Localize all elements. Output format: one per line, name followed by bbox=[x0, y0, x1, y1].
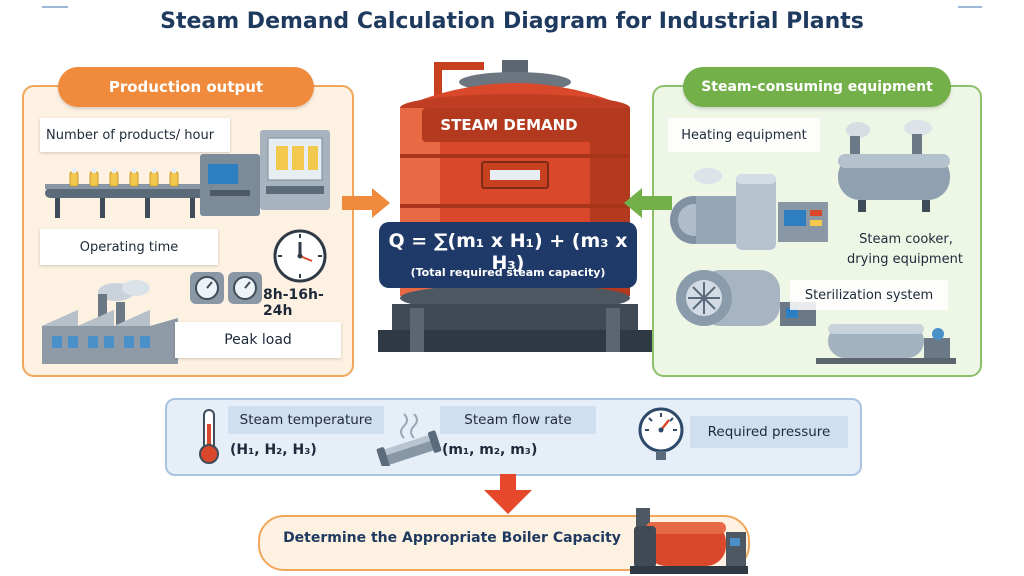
production-header: Production output bbox=[58, 67, 314, 107]
pipe-flow-icon bbox=[376, 413, 442, 466]
production-line-illustration bbox=[45, 130, 330, 218]
equipment-arrow bbox=[624, 188, 672, 218]
steam-tank-illustration bbox=[378, 60, 652, 352]
steam-formula: Q = ∑(m₁ x H₁) + (m₃ x H₃) bbox=[388, 230, 628, 274]
temperature-symbols: (H₁, H₂, H₃) bbox=[230, 442, 317, 458]
heating-equipment-illustration bbox=[838, 120, 950, 212]
formula-box: Q = ∑(m₁ x H₁) + (m₃ x H₃) (Total requir… bbox=[379, 222, 637, 288]
equipment-header: Steam-consuming equipment bbox=[683, 67, 951, 107]
products-per-hour-label: Number of products/ hour bbox=[40, 118, 230, 152]
top-right-line bbox=[958, 6, 982, 8]
pressure-gauge-icon bbox=[638, 407, 684, 460]
steam-flow-rate-label: Steam flow rate bbox=[440, 406, 596, 434]
flow-rate-symbols: (m₁, m₂, m₃) bbox=[442, 442, 538, 458]
gauges-icon bbox=[190, 272, 262, 304]
heating-equipment-label: Heating equipment bbox=[668, 118, 820, 152]
peak-load-label: Peak load bbox=[175, 322, 341, 358]
boiler-capacity-result: Determine the Appropriate Boiler Capacit… bbox=[283, 530, 621, 546]
steam-demand-label: STEAM DEMAND bbox=[440, 116, 578, 134]
cooker-label-line2: drying equipment bbox=[847, 251, 963, 267]
thermometer-icon bbox=[199, 409, 219, 464]
shift-hours-label: 8h-16h-24h bbox=[263, 287, 324, 319]
operating-time-label: Operating time bbox=[40, 229, 218, 265]
cooker-equipment-illustration bbox=[670, 168, 828, 250]
factory-illustration bbox=[42, 280, 178, 364]
required-pressure-label: Required pressure bbox=[690, 416, 848, 448]
production-arrow bbox=[342, 188, 390, 218]
cylinder-tank-illustration bbox=[816, 324, 956, 364]
top-left-line bbox=[42, 6, 68, 8]
boiler-illustration bbox=[630, 508, 748, 574]
down-arrow bbox=[484, 474, 532, 514]
page-title: Steam Demand Calculation Diagram for Ind… bbox=[160, 9, 864, 34]
steam-temperature-label: Steam temperature bbox=[228, 406, 384, 434]
cooker-label-line1: Steam cooker, bbox=[859, 231, 953, 247]
sterilization-label: Sterilization system bbox=[790, 280, 948, 310]
formula-caption: (Total required steam capacity) bbox=[410, 266, 606, 279]
sterilization-illustration bbox=[676, 270, 816, 326]
clock-icon bbox=[273, 229, 327, 283]
